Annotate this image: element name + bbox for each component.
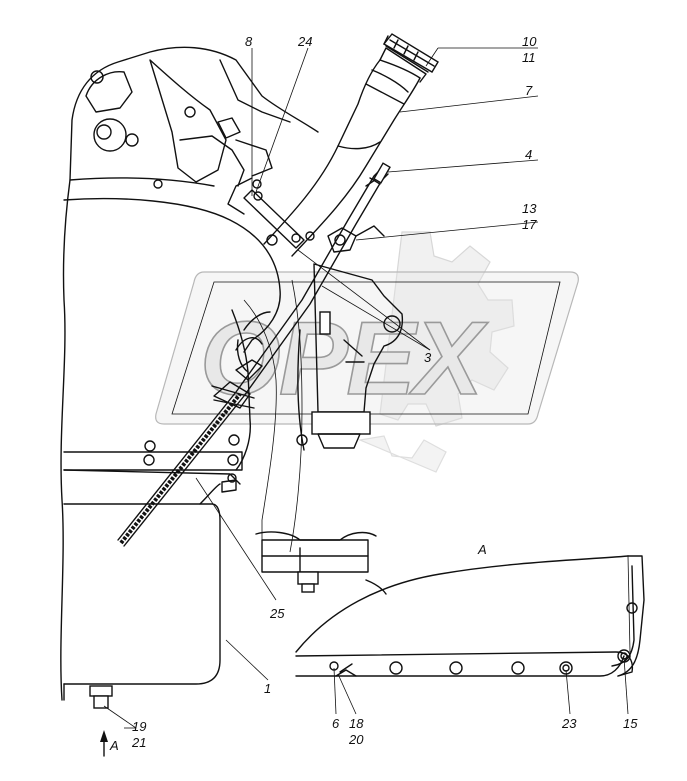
callout-17: 17 — [522, 217, 537, 232]
callout-24: 24 — [297, 34, 312, 49]
callout-1: 1 — [264, 681, 271, 696]
dipstick-tube — [117, 162, 391, 547]
oil-sump — [63, 451, 243, 709]
callout-10: 10 — [522, 34, 537, 49]
callout-23: 23 — [561, 716, 577, 731]
watermark-text: OPEX — [200, 301, 489, 417]
drain-plug — [89, 685, 113, 709]
engine-block — [60, 46, 319, 701]
callout-18: 18 — [349, 716, 364, 731]
callout-labels: 10 11 7 4 13 17 8 24 3 25 1 19 21 A A 6 … — [109, 34, 638, 753]
callout-15: 15 — [623, 716, 638, 731]
callout-21: 21 — [131, 735, 146, 750]
dipstick-handle — [365, 162, 391, 187]
view-arrow-label: A — [109, 738, 119, 753]
callout-11: 11 — [522, 50, 536, 65]
callout-8: 8 — [245, 34, 253, 49]
view-a-title: A — [477, 542, 487, 557]
callout-3: 3 — [424, 350, 432, 365]
callout-19: 19 — [132, 719, 146, 734]
clamp-13 — [327, 225, 385, 253]
callout-25: 25 — [269, 606, 285, 621]
callout-6: 6 — [332, 716, 340, 731]
view-a-detail — [295, 555, 645, 677]
watermark-logo: OPEX — [155, 231, 579, 473]
watermark-frame — [155, 271, 579, 425]
leader-lines — [103, 47, 629, 729]
watermark-gear — [357, 231, 515, 473]
filler-cap — [382, 33, 439, 73]
view-a-arrow — [100, 730, 108, 757]
callout-20: 20 — [348, 732, 364, 747]
oil-filler-neck — [263, 33, 439, 257]
callout-4: 4 — [525, 147, 532, 162]
oil-filter — [255, 263, 404, 595]
bracket-8 — [243, 189, 305, 249]
callout-13: 13 — [522, 201, 537, 216]
callout-7: 7 — [525, 83, 533, 98]
